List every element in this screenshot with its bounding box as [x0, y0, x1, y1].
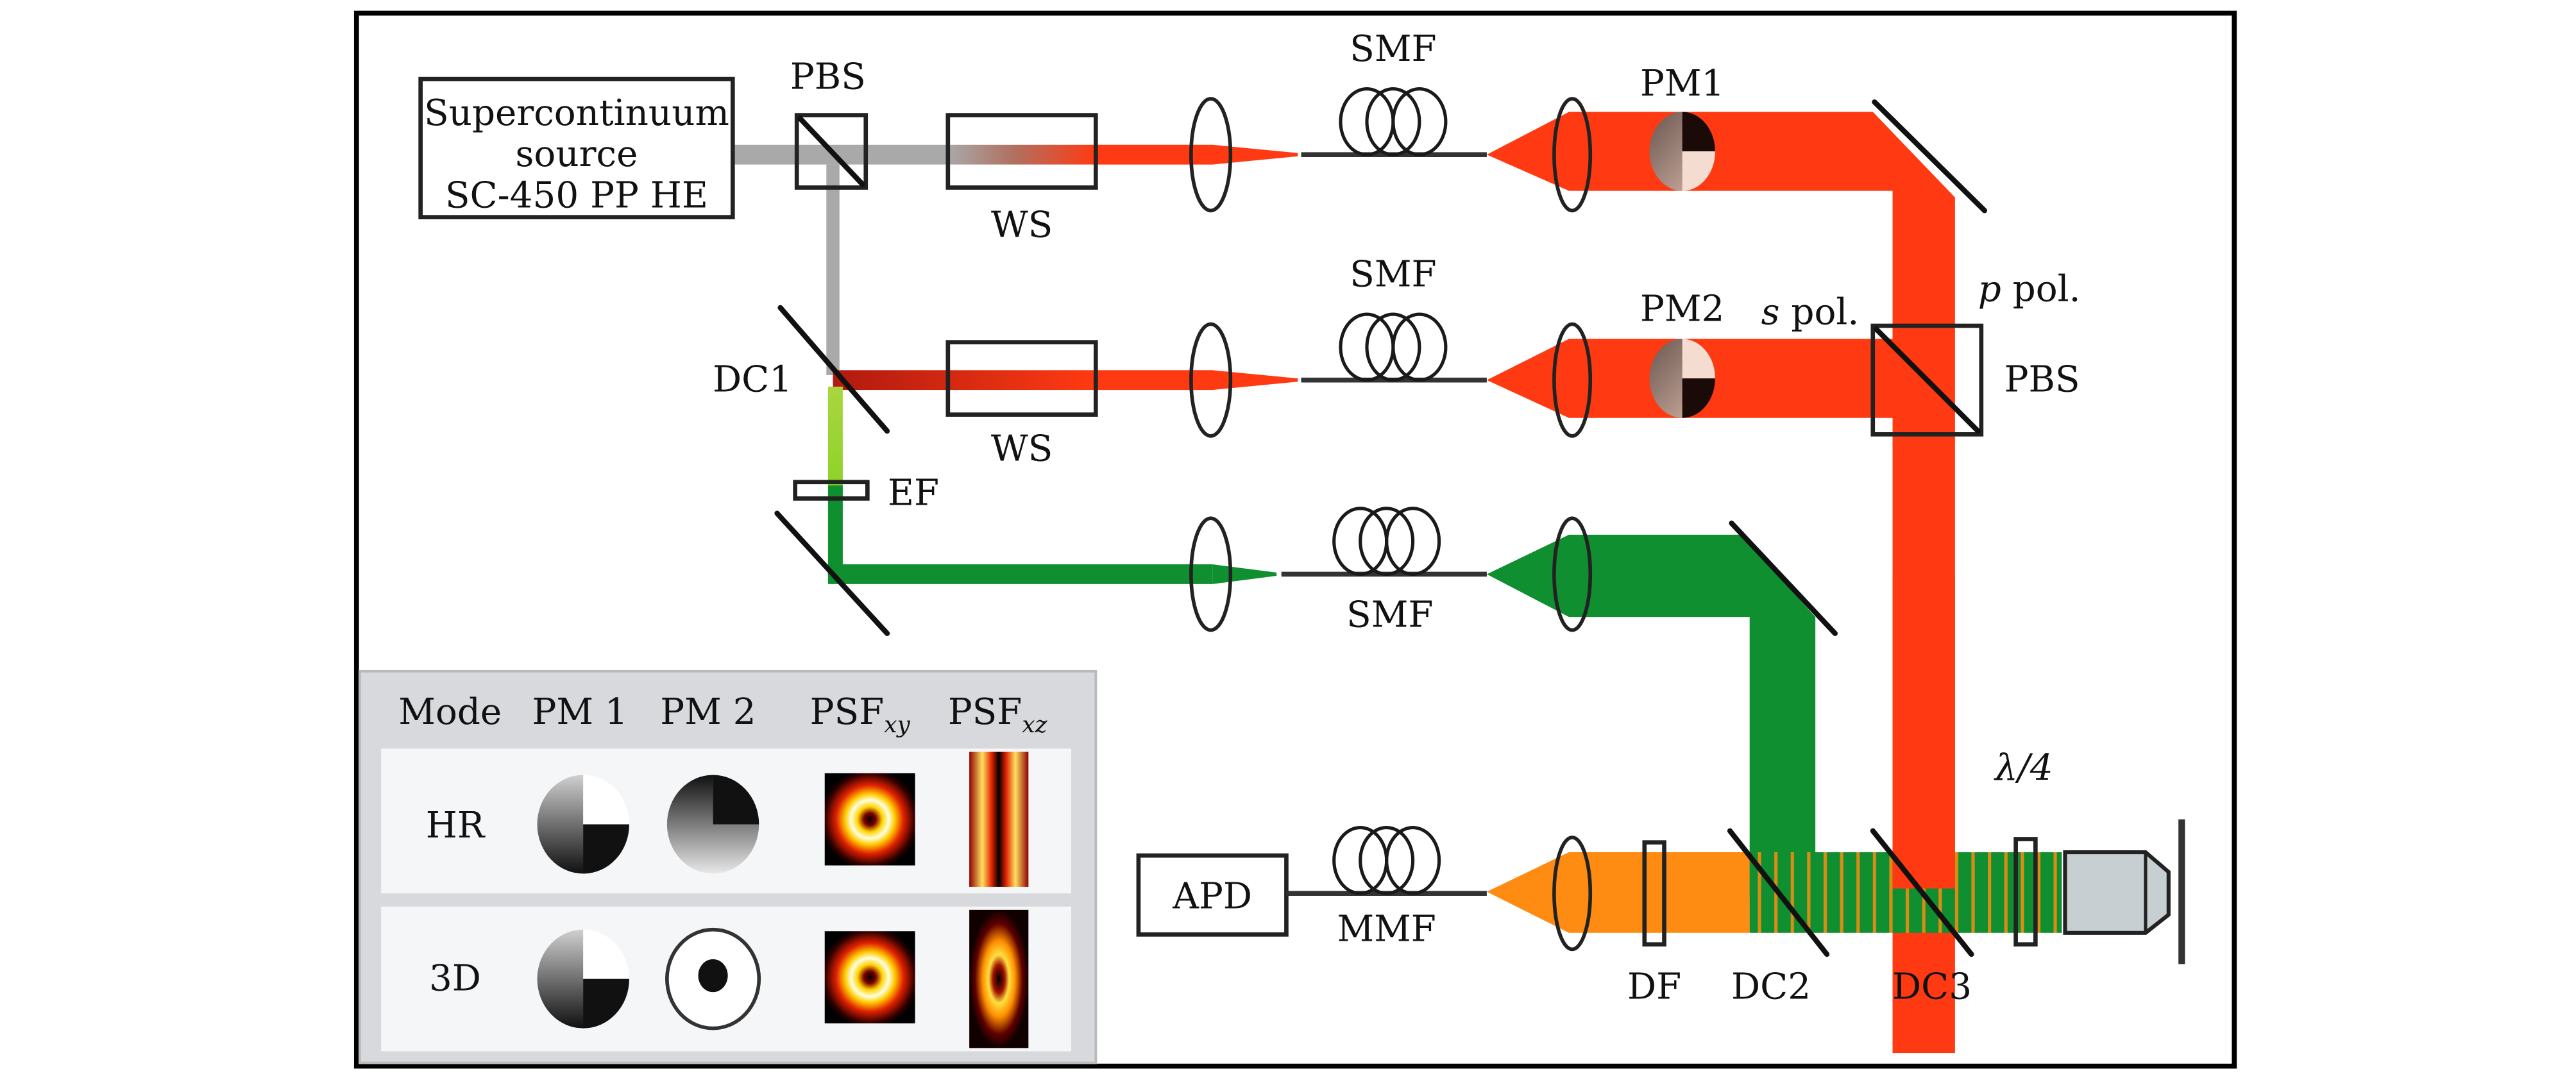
inset-row-3d: 3D: [381, 906, 1071, 1052]
wavelength-selector-top: WS: [945, 113, 1098, 246]
smf-bottom: SMF: [1281, 507, 1487, 636]
wavelength-selector-mid: WS: [945, 340, 1098, 469]
red-beam-mid-focus: [1096, 370, 1298, 391]
white-light-beam-ws1: [947, 144, 1096, 165]
inset-row-mode: 3D: [429, 958, 481, 1000]
excitation-beam-horizontal: [827, 564, 1213, 584]
collimating-lens-mid: [1552, 322, 1593, 438]
inset-row-hr: HR: [381, 748, 1071, 894]
smf-mid-label: SMF: [1350, 253, 1436, 295]
excitation-filter: EF: [793, 473, 939, 514]
dc3-label: DC3: [1892, 966, 1972, 1007]
apd-detector: APD: [1136, 853, 1289, 937]
pbs-right: PBS: [1870, 323, 2080, 437]
excitation-beam-prefilter: [827, 386, 843, 485]
supercontinuum-source: Supercontinuum source SC-450 PP HE: [418, 76, 735, 220]
fold-mirror-green: [774, 510, 890, 636]
inset-row-mode: HR: [426, 805, 486, 846]
inset-header-mode: Mode: [398, 691, 502, 733]
coupling-lens-bottom: [1189, 516, 1233, 632]
smf-top-label: SMF: [1350, 28, 1436, 70]
smf-bottom-label: SMF: [1346, 594, 1433, 636]
dc2-label: DC2: [1731, 966, 1811, 1007]
df-label: DF: [1627, 966, 1681, 1007]
pm1-label: PM1: [1640, 63, 1724, 105]
pbs-top-label: PBS: [790, 56, 866, 98]
pbs-top: PBS: [790, 56, 869, 190]
dc2-dichroic: DC2: [1727, 828, 1830, 1007]
pbs-right-label: PBS: [2004, 359, 2080, 401]
psf-xz-side-lobes: [969, 752, 1029, 887]
s-pol-label: s pol.: [1761, 291, 1860, 333]
source-label-line1: Supercontinuum: [424, 92, 729, 134]
red-beam-top-focus: [1096, 144, 1298, 165]
phase-mask-2: PM2: [1640, 288, 1724, 418]
dc1-label: DC1: [713, 359, 792, 401]
fold-mirror-green-right: [1729, 520, 1838, 636]
coupling-lens-top: [1189, 97, 1233, 213]
fold-mirror-red: [1872, 99, 1988, 214]
pm2-vortex-icon: [666, 775, 759, 874]
pm2-top-hat-icon: [665, 927, 761, 1030]
collimating-lens-bottom: [1552, 516, 1593, 632]
apd-label: APD: [1172, 875, 1252, 917]
coupling-lens-mid: [1189, 322, 1233, 438]
red-beam-mid: [833, 370, 1096, 391]
mode-inset-table: Mode PM 1 PM 2 PSFxy PSFxz HR: [358, 669, 1097, 1064]
detection-filter: DF: [1627, 840, 1681, 1007]
phase-mask-1: PM1: [1640, 63, 1724, 191]
pm1-vortex-icon: [537, 775, 629, 874]
smf-top: SMF: [1301, 28, 1487, 158]
pm1-vortex-icon: [537, 929, 629, 1029]
mmf-fiber: MMF: [1286, 826, 1487, 950]
quarter-wave-label: λ/4: [1994, 747, 2053, 789]
psf-xy-donut: [824, 773, 915, 866]
p-pol-label: p pol.: [1978, 268, 2081, 310]
pm2-label: PM2: [1640, 288, 1724, 330]
excitation-beam-postfilter: [827, 485, 843, 576]
ef-label: EF: [888, 473, 939, 514]
white-light-beam-vertical: [826, 164, 840, 375]
inset-header-psf-xy: PSFxy: [810, 691, 911, 738]
detection-lens: [1552, 836, 1593, 952]
red-beam-dc3: [1892, 576, 1955, 889]
source-label-line2: source: [516, 133, 638, 175]
quarter-wave-plate: λ/4: [1994, 747, 2053, 947]
ws-mid-label: WS: [991, 428, 1053, 469]
smf-mid: SMF: [1301, 253, 1487, 383]
mmf-label: MMF: [1337, 909, 1436, 950]
source-label-line3: SC-450 PP HE: [445, 174, 708, 216]
ws-top-label: WS: [991, 204, 1053, 246]
dc3-dichroic: DC3: [1870, 828, 1974, 1007]
fluorescence-beam: [1486, 852, 1750, 933]
inset-header-psf-xz: PSFxz: [948, 691, 1048, 738]
collimating-lens-top: [1552, 97, 1593, 213]
psf-xy-donut: [824, 931, 915, 1023]
dc1-dichroic: DC1: [713, 305, 890, 434]
excitation-beam-focus: [1212, 564, 1277, 584]
red-beam-pm1-expand: [1486, 112, 1955, 1054]
inset-header-pm2: PM 2: [660, 691, 756, 733]
objective-lens: [2063, 850, 2171, 935]
psf-xz-bottle-beam: [969, 909, 1029, 1048]
inset-header-pm1: PM 1: [532, 691, 627, 733]
